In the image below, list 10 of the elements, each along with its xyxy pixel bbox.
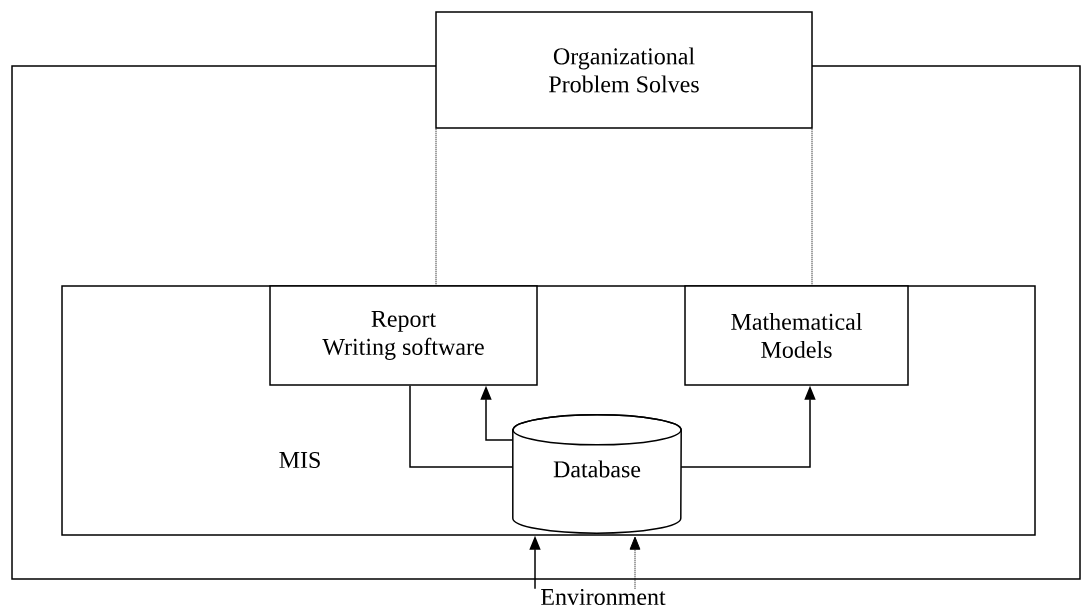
process-box: Report Writing software — [269, 285, 538, 386]
box-label: MIS — [279, 451, 320, 469]
arrow — [629, 536, 641, 590]
dotted-line — [435, 128, 437, 286]
environment-label: Environment — [541, 588, 666, 606]
connector-line — [409, 385, 514, 468]
dotted-line — [811, 128, 813, 286]
process-box: Mathematical Models — [684, 285, 909, 386]
process-box: Organizational Problem Solves — [435, 11, 813, 129]
database-cylinder: Database — [512, 414, 682, 534]
